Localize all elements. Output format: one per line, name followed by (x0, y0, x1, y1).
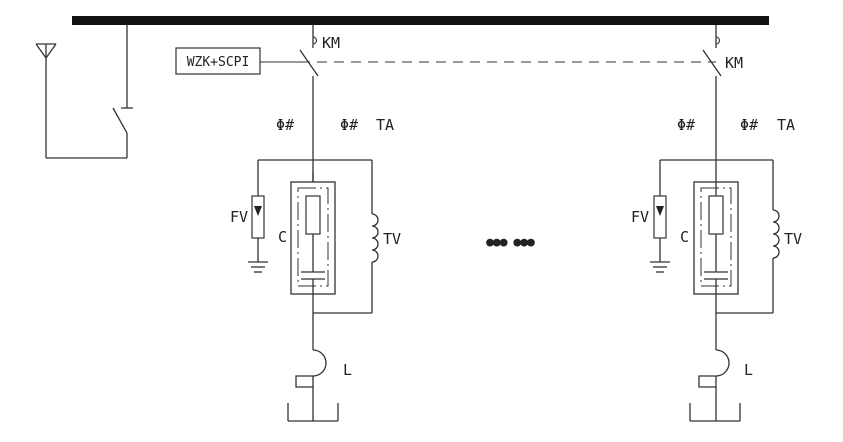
fuse-icon (305, 195, 321, 235)
ct-symbol-left: Φ# (677, 116, 695, 134)
capacitor-icon (301, 271, 325, 280)
controller-box: WZK+SCPI (175, 47, 261, 75)
capacitor-branch-2: KM Φ# Φ# TA FV C TV (631, 25, 802, 422)
incoming-branch (35, 25, 133, 159)
reactor-label: L (343, 361, 352, 379)
current-transformer-icon: Φ# Φ# (276, 116, 358, 134)
reactor-label: L (744, 361, 753, 379)
contactor-label: KM (322, 34, 340, 52)
ct-symbol-left: Φ# (276, 116, 294, 134)
main-busbar (72, 16, 769, 25)
isolating-switch-blade (112, 107, 128, 134)
voltage-transformer-coil-icon (772, 209, 780, 259)
load-terminal-icon (689, 403, 741, 422)
antenna-icon (35, 43, 57, 59)
current-transformer-label: TA (777, 116, 795, 134)
contactor-hook-icon (715, 36, 721, 45)
ct-symbol-right: Φ# (740, 116, 758, 134)
contactor-km-blade (702, 49, 722, 77)
voltage-transformer-label: TV (383, 230, 401, 248)
capacitor-icon (704, 271, 728, 280)
contactor-hook-icon (312, 36, 318, 45)
surge-arrester-icon (653, 195, 667, 239)
fuse-icon (708, 195, 724, 235)
load-terminal-icon (287, 403, 339, 422)
surge-arrester-label: FV (230, 208, 248, 226)
reactor-icon (295, 349, 327, 388)
current-transformer-label: TA (376, 116, 394, 134)
ct-symbol-right: Φ# (340, 116, 358, 134)
ground-icon (248, 261, 268, 273)
contactor-km-blade (299, 49, 319, 77)
capacitor-label: C (278, 228, 287, 246)
ground-icon (650, 261, 670, 273)
surge-arrester-label: FV (631, 208, 649, 226)
current-transformer-icon: Φ# Φ# (677, 116, 758, 134)
capacitor-branch-1: KM Φ# Φ# TA FV C (230, 25, 401, 422)
capacitor-label: C (680, 228, 689, 246)
reactor-icon (698, 349, 730, 388)
voltage-transformer-label: TV (784, 230, 802, 248)
contactor-label: KM (725, 54, 743, 72)
more-branches-ellipsis: ●●● ●●● (486, 235, 535, 250)
surge-arrester-icon (251, 195, 265, 239)
controller-label: WZK+SCPI (187, 55, 250, 70)
voltage-transformer-coil-icon (371, 213, 379, 263)
